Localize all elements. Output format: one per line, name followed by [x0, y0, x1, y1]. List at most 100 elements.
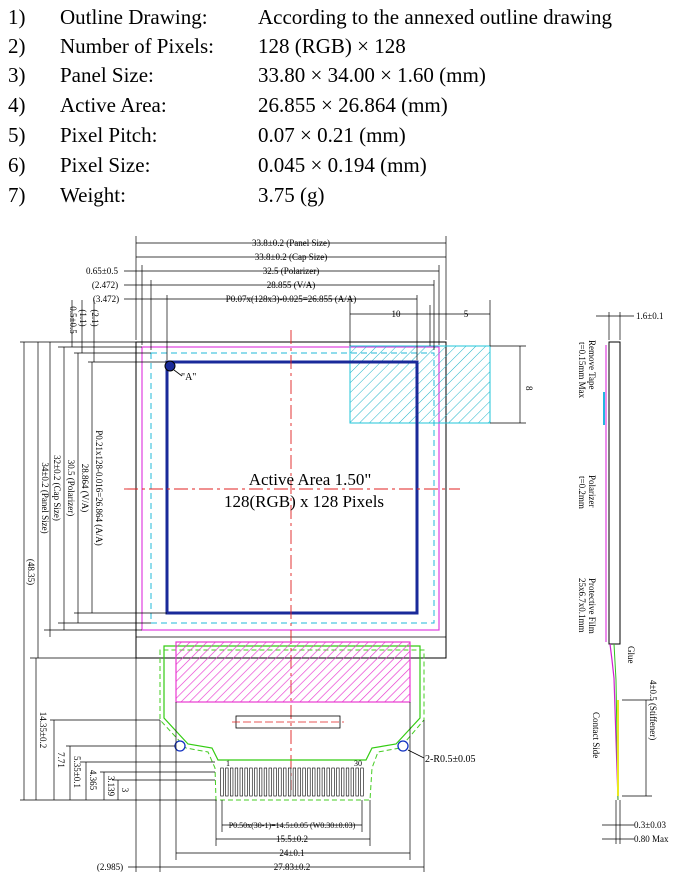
bottom-dimension-labels: P0.50x(30-1)=14.5±0.05 (W0.30±0.03) 15.5…: [97, 821, 356, 872]
spec-number: 5): [8, 123, 26, 147]
dim-cap-vertical: 32±0.2 (Cap Size): [52, 455, 62, 521]
dim-pin-pitch: P0.50x(30-1)=14.5±0.05 (W0.30±0.03): [229, 821, 356, 830]
dim-panel-size: 33.8±0.2 (Panel Size): [252, 238, 330, 248]
remove-tape-area: [349, 345, 491, 424]
left-dimensions: [20, 300, 216, 801]
dim-polarizer: 32.5 (Polarizer): [263, 266, 319, 276]
spec-label: Weight:: [60, 183, 126, 207]
dim-cap-size: 33.8±0.2 (Cap Size): [255, 252, 327, 262]
contact-pin: [355, 767, 359, 797]
mark-a-leader: [173, 369, 183, 377]
dim-tape-width: 10: [392, 309, 402, 319]
contact-pin: [326, 767, 330, 797]
spec-value: 0.07 × 0.21 (mm): [258, 123, 406, 147]
contact-pin: [249, 767, 253, 797]
dim-0-80: 0.80 Max: [634, 834, 669, 844]
fpc-outline: [163, 645, 421, 761]
spec-number: 4): [8, 93, 26, 117]
spec-label: Active Area:: [60, 93, 167, 117]
bottom-dimensions: [128, 658, 425, 872]
dim-7-71: 7.71: [56, 752, 66, 768]
contact-pin: [321, 767, 325, 797]
contact-pin: [239, 767, 243, 797]
contact-pin: [336, 767, 340, 797]
contact-pin: [360, 767, 364, 797]
contact-pin: [263, 767, 268, 797]
dim-4-365: 4.365: [88, 770, 98, 791]
dim-27-83: 27.83±0.2: [274, 862, 310, 872]
locating-hole-right: [397, 740, 409, 752]
contact-pin: [259, 767, 263, 797]
label-film-size: 25x6.7x0.1mm: [577, 578, 587, 633]
spec-label: Pixel Pitch:: [60, 123, 158, 147]
label-polarizer-t: t=0.2mm: [577, 476, 587, 509]
label-film: Protective Film: [587, 578, 597, 634]
spec-label: Pixel Size:: [60, 153, 151, 177]
dim-tape-height: 8: [524, 386, 534, 391]
dim-aa-vertical: P0.21x128-0.016=26.864 (A/A): [94, 430, 104, 546]
contact-pin: [234, 767, 239, 797]
dim-2-1: (2.1): [90, 309, 100, 326]
dim-tape-gap: 5: [464, 309, 469, 319]
contact-pin: [225, 767, 229, 797]
dim-aa-offset: (3.472): [93, 294, 119, 304]
dim-3-139: 3.139: [106, 776, 116, 797]
pin-last-label: 30: [354, 759, 362, 768]
contact-pin: [292, 767, 297, 797]
contact-pin: [283, 767, 287, 797]
mark-a-label: "A": [181, 372, 196, 383]
spec-number: 7): [8, 183, 26, 207]
dim-1-1: (1.1): [78, 309, 88, 326]
spec-label: Outline Drawing:: [60, 5, 208, 29]
label-remove-tape-t: t=0.15mm Max: [577, 342, 587, 399]
spec-value: According to the annexed outline drawing: [258, 5, 612, 29]
dim-5-35: 5.35±0.1: [72, 756, 82, 788]
side-panel-body: [608, 341, 621, 645]
spec-number: 6): [8, 153, 26, 177]
spec-value: 33.80 × 34.00 × 1.60 (mm): [258, 63, 486, 87]
spec-value: 26.855 × 26.864 (mm): [258, 93, 448, 117]
dim-2-985: (2.985): [97, 862, 123, 872]
contact-pin: [312, 767, 316, 797]
dim-polarizer-offset: 0.65±0.5: [86, 266, 118, 276]
contact-pin: [302, 767, 306, 797]
contact-pin: [220, 767, 224, 797]
dim-va-vertical: 28.864 (V/A): [80, 464, 90, 513]
contact-pin: [345, 767, 350, 797]
contact-pin: [244, 767, 248, 797]
spec-value: 3.75 (g): [258, 183, 325, 207]
dim-0-3: 0.3±0.03: [634, 820, 666, 830]
dim-3: 3: [120, 788, 130, 793]
right-dimension: [490, 345, 526, 424]
label-polarizer: Polarizer: [587, 475, 597, 507]
label-glue: Glue: [626, 646, 636, 664]
contact-pin: [287, 767, 292, 797]
protective-film-area: [175, 641, 411, 703]
dim-0-5: 0.5±0.5: [68, 306, 78, 334]
side-view: 1.6±0.1 Remove Tape t=0.15mm Max Polariz…: [577, 311, 669, 844]
contact-pin: [316, 767, 321, 797]
contact-pin: [341, 767, 345, 797]
fpc-tail: 2-R0.5±0.05 1 30: [159, 641, 476, 801]
top-dimensions: [124, 236, 491, 360]
side-fpc-curve: [609, 643, 619, 801]
hole-leader: [407, 749, 425, 759]
contact-pin: [268, 767, 272, 797]
dim-polarizer-vertical: 30.5 (Polarizer): [66, 460, 76, 516]
contact-pin: [230, 767, 234, 797]
spec-number: 2): [8, 34, 26, 58]
active-area-title: Active Area 1.50": [249, 470, 372, 489]
dim-fpc-height: 14.35±0.2: [38, 712, 48, 748]
pin-first-label: 1: [226, 759, 230, 768]
contact-pins: [220, 767, 364, 797]
active-area-outline: [165, 360, 419, 615]
contact-pin: [307, 767, 311, 797]
dim-panel-vertical: 34±0.2 (Panel Size): [40, 462, 50, 533]
viewing-area-outline: [150, 352, 435, 624]
spec-label: Number of Pixels:: [60, 34, 214, 58]
active-area-subtitle: 128(RGB) x 128 Pixels: [224, 492, 384, 511]
spec-value: 0.045 × 0.194 (mm): [258, 153, 427, 177]
contact-pin: [273, 767, 277, 797]
dim-va-offset: (2.472): [92, 280, 118, 290]
contact-pin: [254, 767, 258, 797]
